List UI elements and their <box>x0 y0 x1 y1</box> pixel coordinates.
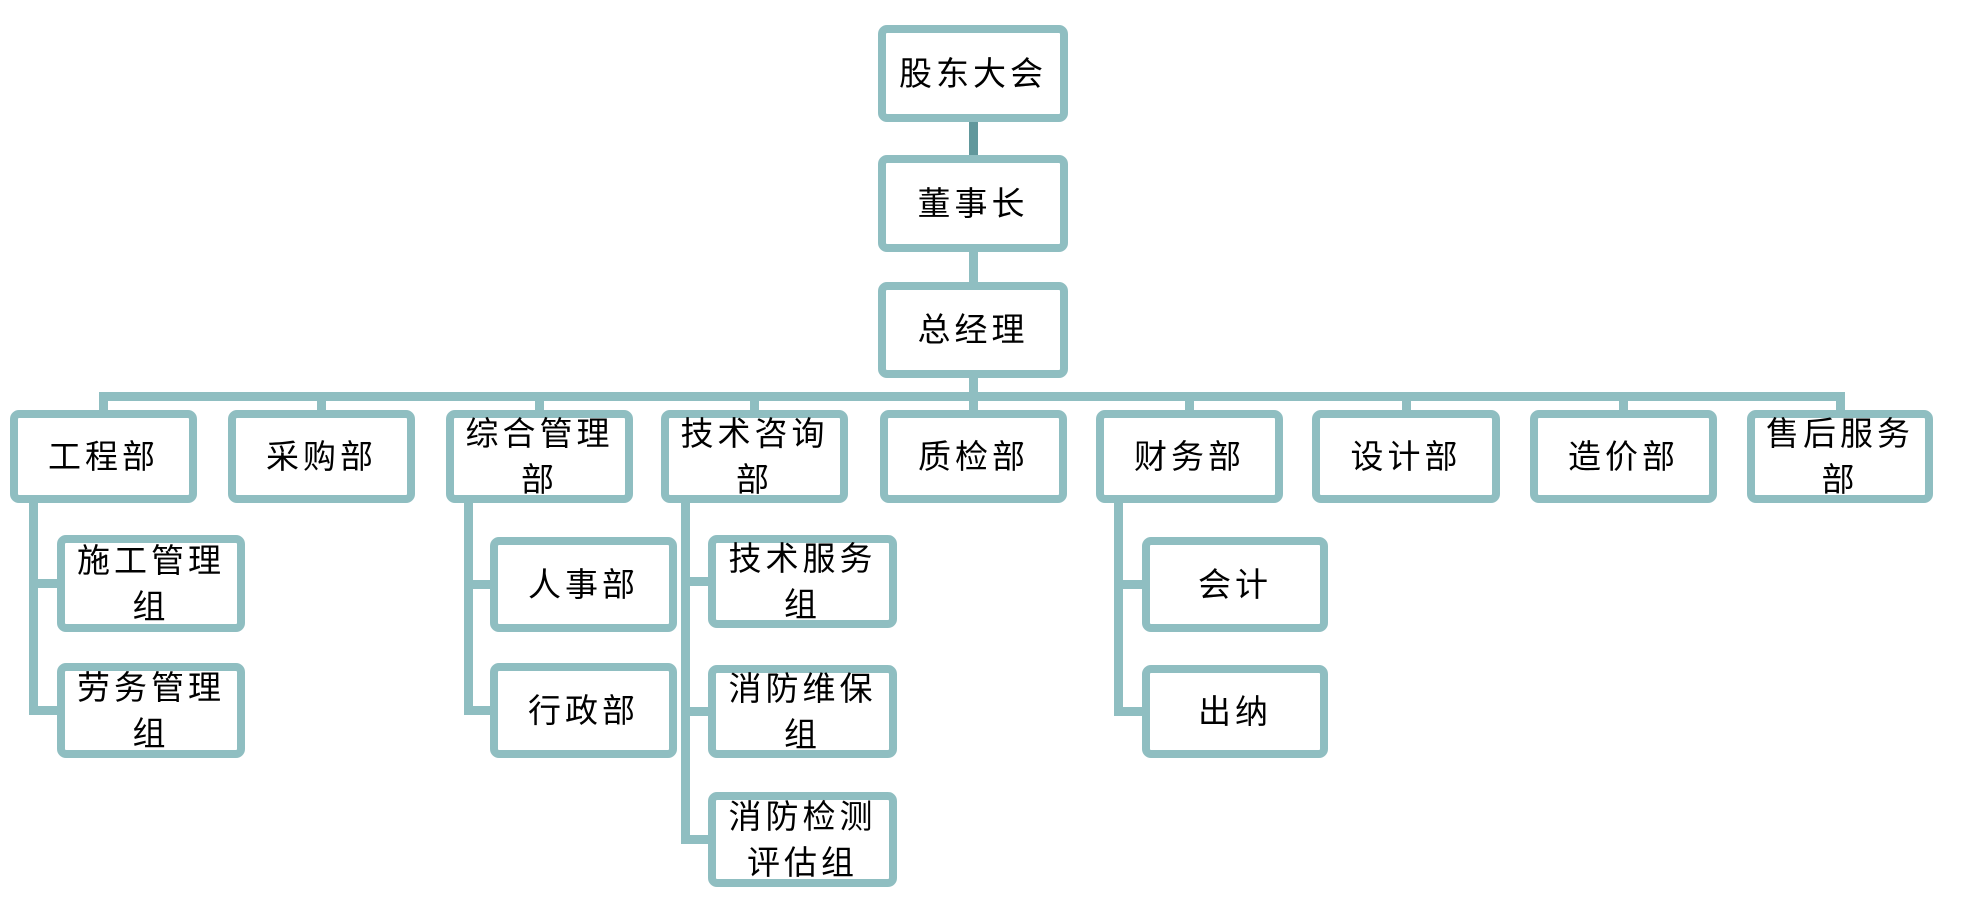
node-chairman: 董事长 <box>878 155 1068 252</box>
connector-chairman-to-gm <box>969 250 978 284</box>
node-shareholders-meeting: 股东大会 <box>878 25 1068 122</box>
node-purchasing-dept: 采购部 <box>228 410 415 503</box>
node-label: 董事长 <box>917 183 1029 223</box>
node-label: 采购部 <box>266 436 377 476</box>
connector-drop-finance <box>1114 499 1123 716</box>
node-after-sales-service-dept: 售后服务 部 <box>1747 410 1933 503</box>
node-label: 股东大会 <box>899 53 1047 93</box>
node-label: 工程部 <box>48 436 159 476</box>
node-fire-testing-evaluation-group: 消防检测 评估组 <box>708 792 897 887</box>
node-label: 财务部 <box>1134 436 1245 476</box>
connector-stub-admin-dept <box>464 706 492 715</box>
connector-stub-labor-group <box>29 706 59 715</box>
connector-stub-technical-consulting <box>750 396 759 412</box>
node-accounting: 会计 <box>1142 537 1328 632</box>
node-general-manager: 总经理 <box>878 282 1068 378</box>
node-labor-management-group: 劳务管理 组 <box>57 663 245 758</box>
node-quality-inspection-dept: 质检部 <box>880 410 1067 503</box>
connector-stub-construction-group <box>29 579 59 588</box>
connector-stub-fire-maintenance-group <box>681 707 710 716</box>
node-label: 会计 <box>1198 564 1272 604</box>
connector-stub-purchasing <box>317 396 326 412</box>
node-label: 造价部 <box>1568 436 1679 476</box>
connector-stub-cost <box>1619 396 1628 412</box>
node-technical-service-group: 技术服务 组 <box>708 535 897 628</box>
connector-stub-hr-dept <box>464 580 492 589</box>
node-label: 消防检测 评估组 <box>728 796 877 882</box>
node-label: 技术咨询 部 <box>680 413 829 499</box>
node-general-management-dept: 综合管理 部 <box>446 410 633 503</box>
connector-gm-to-rail <box>969 376 978 396</box>
node-label: 技术服务 组 <box>728 538 877 624</box>
node-label: 人事部 <box>528 564 639 604</box>
connector-drop-general-management <box>464 499 473 715</box>
node-label: 售后服务 部 <box>1766 413 1914 499</box>
node-label: 总经理 <box>917 310 1029 350</box>
node-label: 施工管理 组 <box>77 540 225 626</box>
connector-stub-accounting <box>1114 580 1144 589</box>
connector-stub-finance <box>1185 396 1194 412</box>
connector-stub-engineering <box>99 396 108 412</box>
node-label: 综合管理 部 <box>465 413 614 499</box>
node-hr-dept: 人事部 <box>490 537 677 632</box>
connector-stub-technical-service-group <box>681 577 710 586</box>
node-technical-consulting-dept: 技术咨询 部 <box>661 410 848 503</box>
node-label: 设计部 <box>1350 436 1462 476</box>
connector-stub-quality-inspection <box>969 396 978 412</box>
connector-drop-technical-consulting <box>681 499 690 844</box>
node-label: 质检部 <box>918 436 1029 476</box>
connector-stub-general-management <box>535 396 544 412</box>
node-admin-dept: 行政部 <box>490 663 677 758</box>
connector-stub-cashier <box>1114 707 1144 716</box>
node-label: 消防维保 组 <box>728 668 877 754</box>
node-label: 行政部 <box>528 690 639 730</box>
node-design-dept: 设计部 <box>1312 410 1500 503</box>
connector-stub-fire-testing-group <box>681 835 710 844</box>
node-cost-dept: 造价部 <box>1530 410 1717 503</box>
connector-drop-engineering <box>29 499 38 715</box>
connector-stub-design <box>1402 396 1411 412</box>
node-label: 出纳 <box>1198 691 1272 731</box>
connector-stub-after-sales <box>1836 396 1845 412</box>
node-engineering-dept: 工程部 <box>10 410 197 503</box>
node-construction-management-group: 施工管理 组 <box>57 535 245 632</box>
connector-shareholders-to-chairman <box>969 120 978 158</box>
node-finance-dept: 财务部 <box>1096 410 1283 503</box>
node-cashier: 出纳 <box>1142 665 1328 758</box>
node-label: 劳务管理 组 <box>77 667 225 753</box>
node-fire-maintenance-group: 消防维保 组 <box>708 665 897 758</box>
